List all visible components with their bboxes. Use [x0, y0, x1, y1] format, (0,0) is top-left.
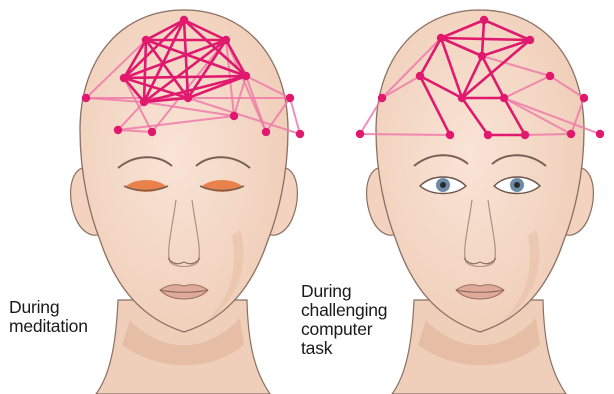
electrode-node	[184, 94, 192, 102]
caption-line: meditation	[9, 317, 88, 336]
electrode-node	[478, 52, 486, 60]
electrode-node	[437, 34, 445, 42]
electrode-node	[262, 128, 270, 136]
caption-line: challenging	[301, 301, 387, 320]
electrode-node	[242, 72, 250, 80]
electrode-node	[120, 74, 128, 82]
electrode-node	[356, 130, 364, 138]
electrode-node	[378, 94, 386, 102]
electrode-node	[180, 16, 188, 24]
electrode-node	[580, 94, 588, 102]
head-shape	[80, 10, 288, 332]
electrode-node	[546, 72, 554, 80]
electrode-node	[446, 131, 454, 139]
electrode-node	[142, 36, 150, 44]
electrode-node	[82, 94, 90, 102]
electrode-node	[296, 130, 304, 138]
pupil-left	[440, 182, 446, 188]
electrode-node	[222, 36, 230, 44]
electrode-node	[567, 130, 575, 138]
electrode-node	[140, 98, 148, 106]
electrode-node	[526, 36, 534, 44]
weak-connection-line	[360, 134, 450, 135]
weak-connection-line	[290, 98, 300, 134]
electrode-node	[458, 94, 466, 102]
electrode-node	[286, 94, 294, 102]
electrode-node	[480, 16, 488, 24]
weak-connection-line	[525, 134, 571, 135]
head-computer-task	[356, 10, 604, 394]
caption-line: During	[9, 298, 88, 317]
caption-line: task	[301, 339, 387, 358]
caption-computer-task: During challenging computer task	[301, 282, 387, 358]
electrode-node	[114, 126, 122, 134]
electrode-node	[416, 72, 424, 80]
caption-meditation: During meditation	[9, 298, 88, 336]
caption-line: During	[301, 282, 387, 301]
electrode-node	[148, 128, 156, 136]
electrode-node	[521, 131, 529, 139]
head-meditation	[71, 10, 305, 394]
caption-line: computer	[301, 320, 387, 339]
electrode-node	[596, 130, 604, 138]
pupil-right	[514, 182, 520, 188]
electrode-node	[484, 131, 492, 139]
electrode-node	[230, 112, 238, 120]
electrode-node	[500, 94, 508, 102]
